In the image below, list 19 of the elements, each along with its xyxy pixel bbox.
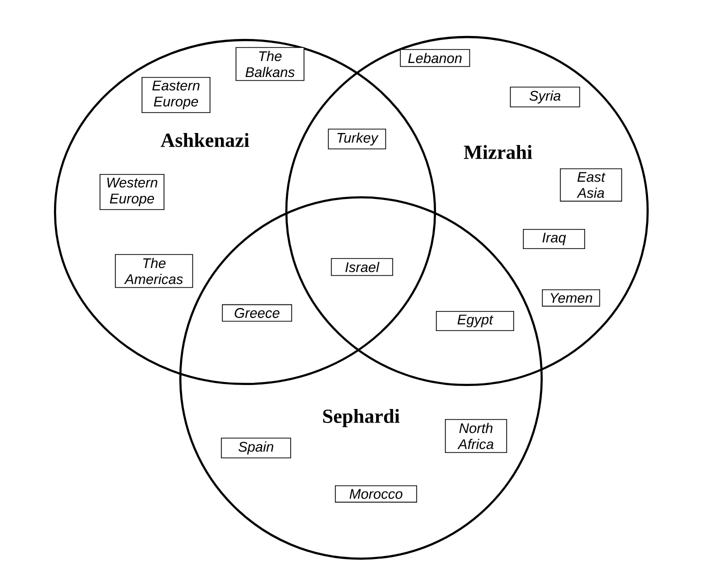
region-label: Turkey — [328, 128, 386, 150]
region-label: Israel — [330, 258, 394, 276]
circle-heading: Sephardi — [323, 408, 400, 428]
circle-heading: Mizrahi — [464, 144, 532, 160]
region-label: North Africa — [444, 419, 508, 453]
region-label: Iraq — [522, 229, 586, 249]
region-label: Morocco — [334, 485, 418, 503]
region-label: Egypt — [436, 311, 514, 331]
region-label: The Americas — [114, 254, 194, 288]
region-label: Syria — [510, 86, 580, 108]
region-label: Western Europe — [100, 174, 164, 210]
region-label: The Balkans — [236, 47, 304, 81]
circle-heading: Ashkenazi — [160, 132, 250, 148]
region-label: Yemen — [542, 289, 600, 307]
region-label: Eastern Europe — [142, 77, 210, 113]
region-label: Spain — [220, 438, 292, 458]
region-label: East Asia — [560, 168, 622, 202]
region-label: Greece — [222, 304, 292, 322]
region-label: Lebanon — [400, 49, 470, 67]
